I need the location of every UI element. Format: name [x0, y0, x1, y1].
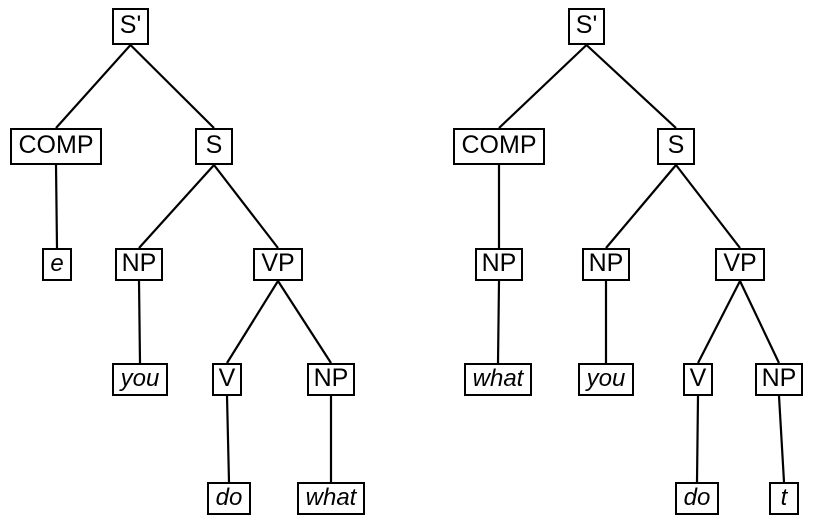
tree-node-label: do	[683, 483, 711, 511]
tree-node-label: NP	[761, 364, 797, 392]
tree-node-label: VP	[261, 249, 295, 277]
tree-edge	[225, 395, 231, 483]
tree-node-label: V	[218, 364, 236, 392]
tree-node-sbar: S'	[568, 8, 605, 45]
tree-node-vp: VP	[715, 248, 765, 281]
tree-node-label: you	[586, 364, 626, 392]
tree-node-label: S'	[119, 11, 142, 39]
tree-node-sbar: S'	[112, 8, 149, 45]
tree-edge	[675, 164, 741, 249]
tree-node-label: S	[205, 131, 223, 159]
tree-edge	[777, 395, 786, 483]
tree-node-label: S	[667, 131, 685, 159]
tree-node-label: V	[689, 364, 707, 392]
tree-edge	[138, 164, 215, 249]
tree-node-you: you	[578, 363, 634, 396]
tree-edge	[226, 280, 279, 364]
tree-edge	[605, 164, 677, 249]
tree-node-vp: VP	[253, 248, 303, 281]
tree-node-comp: COMP	[10, 128, 102, 165]
tree-node-np: NP	[475, 248, 523, 281]
tree-node-label: t	[780, 483, 788, 511]
tree-node-what: what	[297, 482, 365, 515]
tree-node-v: V	[212, 363, 242, 396]
tree-node-label: S'	[575, 11, 598, 39]
tree-node-label: what	[305, 483, 357, 511]
tree-edge	[129, 44, 215, 129]
tree-node-label: NP	[313, 364, 349, 392]
tree-node-label: COMP	[461, 131, 537, 159]
tree-node-np: NP	[755, 363, 803, 396]
tree-edge	[498, 44, 588, 129]
tree-edge	[55, 44, 132, 129]
tree-edge	[277, 280, 332, 364]
tree-node-label: do	[215, 483, 243, 511]
tree-node-e: e	[42, 248, 72, 281]
tree-node-np: NP	[115, 248, 163, 281]
tree-node-do: do	[675, 482, 719, 515]
tree-edge	[695, 395, 700, 483]
tree-node-do: do	[207, 482, 251, 515]
tree-node-you: you	[112, 363, 168, 396]
tree-node-label: NP	[588, 249, 624, 277]
tree-edge	[137, 280, 142, 364]
tree-node-label: e	[50, 249, 64, 277]
tree-edge	[697, 280, 741, 364]
tree-node-s: S	[195, 128, 233, 165]
tree-node-label: you	[120, 364, 160, 392]
tree-node-label: COMP	[18, 131, 94, 159]
tree-edge	[54, 164, 59, 249]
tree-node-np: NP	[307, 363, 355, 396]
tree-edge	[739, 280, 780, 364]
tree-node-label: NP	[481, 249, 517, 277]
tree-node-what: what	[464, 363, 532, 396]
tree-edge	[585, 44, 677, 129]
tree-node-t: t	[769, 482, 799, 515]
tree-node-v: V	[683, 363, 713, 396]
tree-node-np: NP	[582, 248, 630, 281]
tree-edge	[213, 164, 279, 249]
tree-edge	[496, 280, 501, 364]
tree-node-label: what	[472, 364, 524, 392]
tree-node-label: NP	[121, 249, 157, 277]
tree-node-s: S	[657, 128, 695, 165]
tree-node-label: VP	[723, 249, 757, 277]
tree-node-comp: COMP	[453, 128, 545, 165]
